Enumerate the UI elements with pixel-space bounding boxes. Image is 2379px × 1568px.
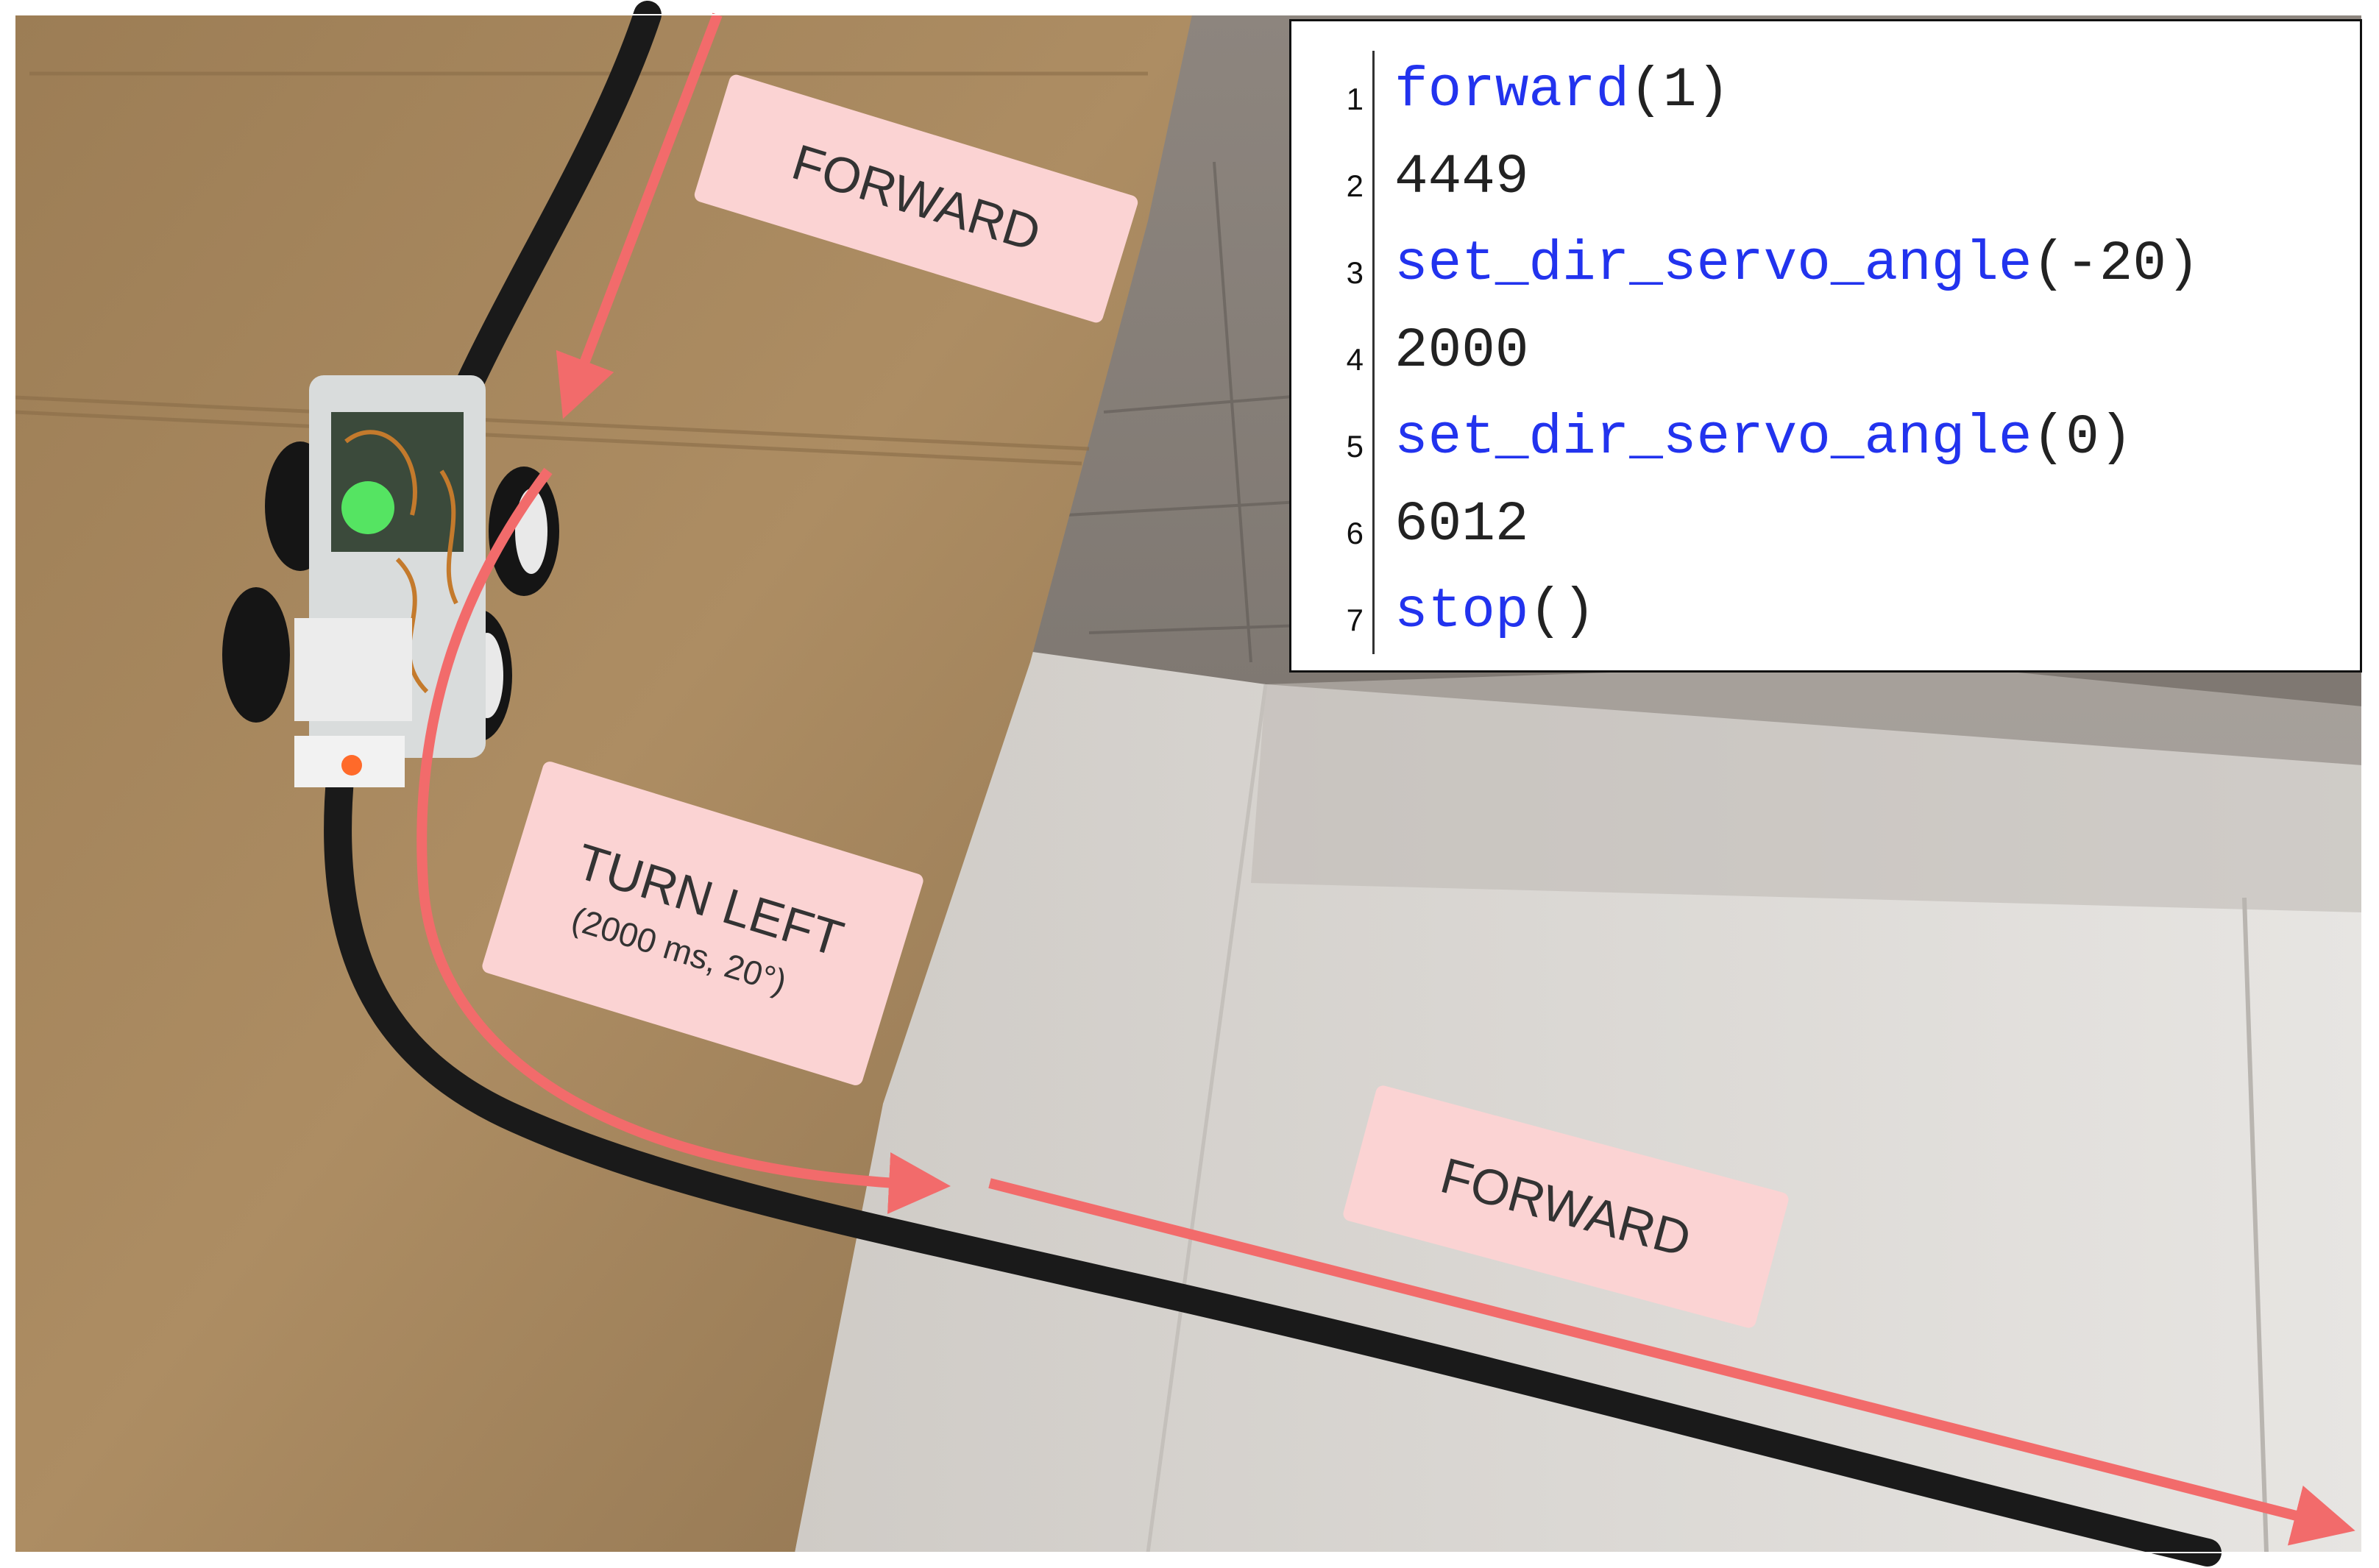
image-frame [14,14,2363,1553]
code-args: (0) [2032,406,2133,469]
code-args: (-20) [2032,233,2200,296]
code-function: set_dir_servo_angle [1394,406,2032,469]
turn-left-arrow [416,467,951,1214]
car-wheel-rear-left [222,587,290,723]
cardboard-seam-2 [1146,684,1268,1553]
code-args: 2000 [1394,319,1529,383]
car-board [331,412,464,552]
label-turn-left: TURN LEFT (2000 ms, 20°) [482,762,923,1085]
code-panel: 1 forward(1) 2 4449 3 set_dir_servo_angl… [1289,19,2362,673]
code-function: forward [1394,59,1630,122]
line-number: 1 [1346,82,1364,116]
car-front-module [294,618,412,721]
code-args: () [1528,580,1596,643]
code-args: (1) [1629,59,1731,122]
line-number: 3 [1346,255,1364,290]
code-line: 5 set_dir_servo_angle(0) [1291,398,2360,485]
code-args: 6012 [1394,493,1529,556]
car-green-led [341,481,394,534]
code-function: stop [1394,580,1529,643]
line-number: 2 [1346,168,1364,203]
code-statement: 6012 [1394,497,1528,553]
code-statement: set_dir_servo_angle(-20) [1394,236,2200,292]
code-statement: stop() [1394,583,1596,639]
cardboard-seam [2242,897,2269,1553]
line-number: 4 [1346,342,1364,377]
forward-arrow-top [556,13,723,419]
code-line: 2 4449 [1291,138,2360,224]
code-statement: 2000 [1394,323,1528,379]
line-number: 6 [1346,516,1364,550]
code-line: 4 2000 [1291,311,2360,398]
forward-arrow-bottom [988,1178,2355,1546]
code-statement: forward(1) [1394,63,1730,118]
code-gutter-divider [1372,51,1375,654]
code-line: 1 forward(1) [1291,51,2360,138]
code-line: 7 stop() [1291,572,2360,659]
code-statement: set_dir_servo_angle(0) [1394,410,2132,466]
car-orange-led [341,755,362,776]
line-number: 7 [1346,603,1364,637]
code-args: 4449 [1394,146,1529,209]
code-function: set_dir_servo_angle [1394,233,2032,296]
code-line: 6 6012 [1291,485,2360,572]
white-cardboard-lower [1251,662,2362,912]
code-line: 3 set_dir_servo_angle(-20) [1291,224,2360,311]
cardboard-creases [14,71,1148,466]
label-forward-bottom: FORWARD [1343,1085,1789,1328]
robot-car [222,375,559,787]
code-statement: 4449 [1394,149,1528,205]
line-number: 5 [1346,429,1364,464]
